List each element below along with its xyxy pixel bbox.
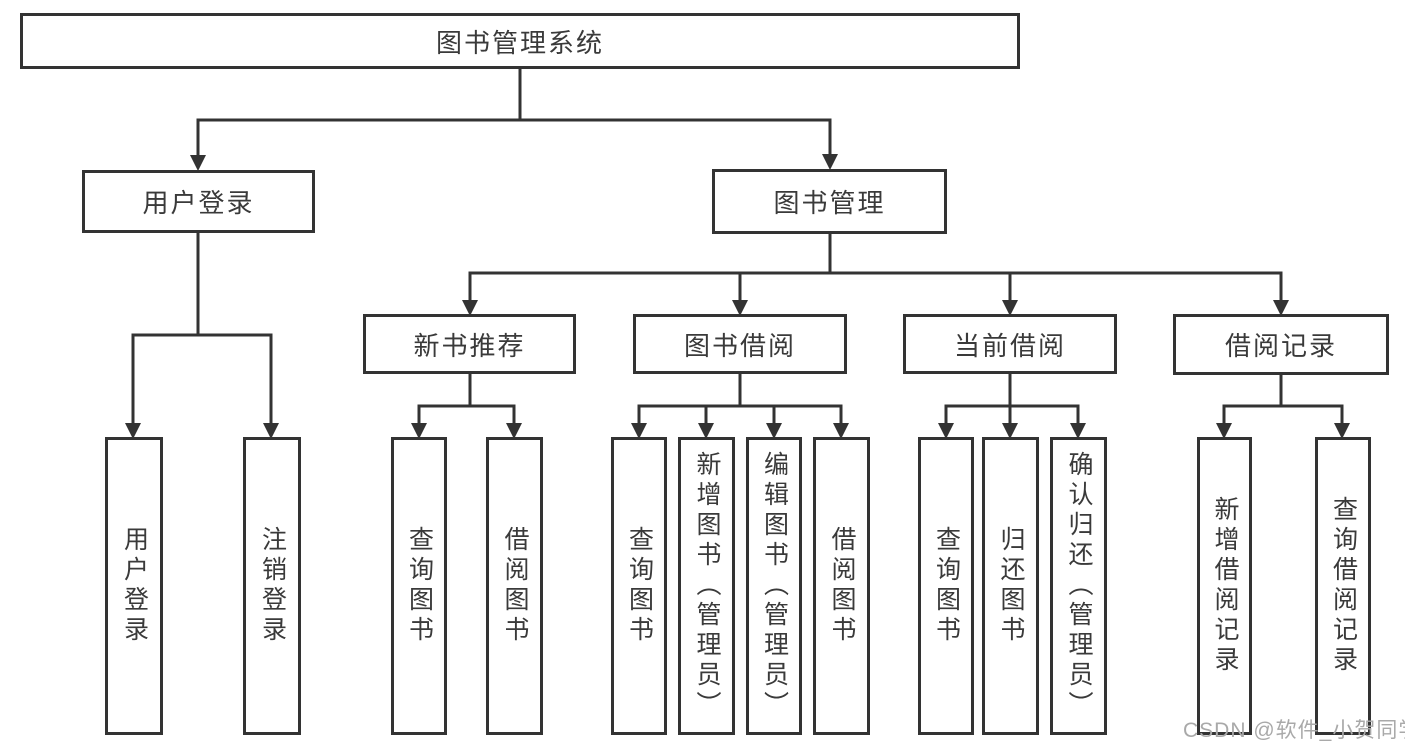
leaf-query-borrow-record-label: 查询借阅记录 bbox=[1329, 496, 1358, 676]
node-root: 图书管理系统 bbox=[20, 13, 1020, 69]
node-new-book-recommend: 新书推荐 bbox=[363, 314, 576, 374]
node-book-management: 图书管理 bbox=[712, 169, 947, 234]
leaf-user-login-label: 用户登录 bbox=[120, 526, 149, 646]
leaf-query-books-recommend: 查询图书 bbox=[391, 437, 447, 735]
connector-root-to-branches bbox=[190, 66, 838, 171]
leaf-return-book-label: 归还图书 bbox=[997, 526, 1025, 646]
leaf-confirm-return-admin: 确认归还（管理员） bbox=[1050, 437, 1107, 735]
leaf-query-books-borrow-label: 查询图书 bbox=[625, 526, 654, 646]
node-current-borrow-label: 当前借阅 bbox=[953, 330, 1066, 361]
node-root-label: 图书管理系统 bbox=[435, 27, 604, 58]
node-borrow-record-label: 借阅记录 bbox=[1224, 331, 1337, 361]
node-user-login: 用户登录 bbox=[82, 170, 315, 233]
node-book-borrow: 图书借阅 bbox=[633, 314, 847, 374]
leaf-add-book-admin: 新增图书（管理员） bbox=[678, 437, 735, 735]
leaf-add-borrow-record-label: 新增借阅记录 bbox=[1211, 496, 1239, 676]
leaf-borrow-books: 借阅图书 bbox=[813, 437, 870, 735]
leaf-edit-book-admin-label: 编辑图书（管理员） bbox=[760, 451, 789, 721]
leaf-borrow-books-recommend-label: 借阅图书 bbox=[501, 526, 529, 646]
node-book-borrow-label: 图书借阅 bbox=[683, 330, 796, 361]
node-user-login-label: 用户登录 bbox=[142, 188, 255, 218]
leaf-user-login: 用户登录 bbox=[105, 437, 163, 735]
leaf-logout-label: 注销登录 bbox=[258, 526, 287, 646]
connector-current-borrow-branch bbox=[938, 372, 1086, 439]
node-book-management-label: 图书管理 bbox=[773, 188, 886, 218]
leaf-add-borrow-record: 新增借阅记录 bbox=[1197, 437, 1252, 735]
leaf-query-books-current: 查询图书 bbox=[918, 437, 974, 735]
leaf-confirm-return-admin-label: 确认归还（管理员） bbox=[1065, 451, 1093, 721]
node-new-book-recommend-label: 新书推荐 bbox=[413, 330, 526, 361]
leaf-borrow-books-recommend: 借阅图书 bbox=[486, 437, 543, 735]
leaf-edit-book-admin: 编辑图书（管理员） bbox=[746, 437, 802, 735]
leaf-query-borrow-record: 查询借阅记录 bbox=[1315, 437, 1371, 735]
leaf-query-books-recommend-label: 查询图书 bbox=[405, 526, 434, 646]
leaf-logout: 注销登录 bbox=[243, 437, 301, 735]
connector-user-login-branch bbox=[125, 231, 279, 439]
leaf-add-book-admin-label: 新增图书（管理员） bbox=[693, 451, 721, 721]
connector-new-book-branch bbox=[411, 372, 522, 439]
node-borrow-record: 借阅记录 bbox=[1173, 314, 1389, 375]
watermark: CSDN @软件_小贺同学 bbox=[1183, 719, 1405, 742]
leaf-borrow-books-label: 借阅图书 bbox=[828, 526, 856, 646]
connector-borrow-record-branch bbox=[1216, 373, 1350, 439]
leaf-query-books-borrow: 查询图书 bbox=[611, 437, 667, 735]
connector-book-borrow-branch bbox=[631, 372, 849, 439]
node-current-borrow: 当前借阅 bbox=[903, 314, 1117, 374]
connector-book-management-branch bbox=[462, 231, 1289, 316]
leaf-return-book: 归还图书 bbox=[982, 437, 1039, 735]
leaf-query-books-current-label: 查询图书 bbox=[932, 526, 961, 646]
